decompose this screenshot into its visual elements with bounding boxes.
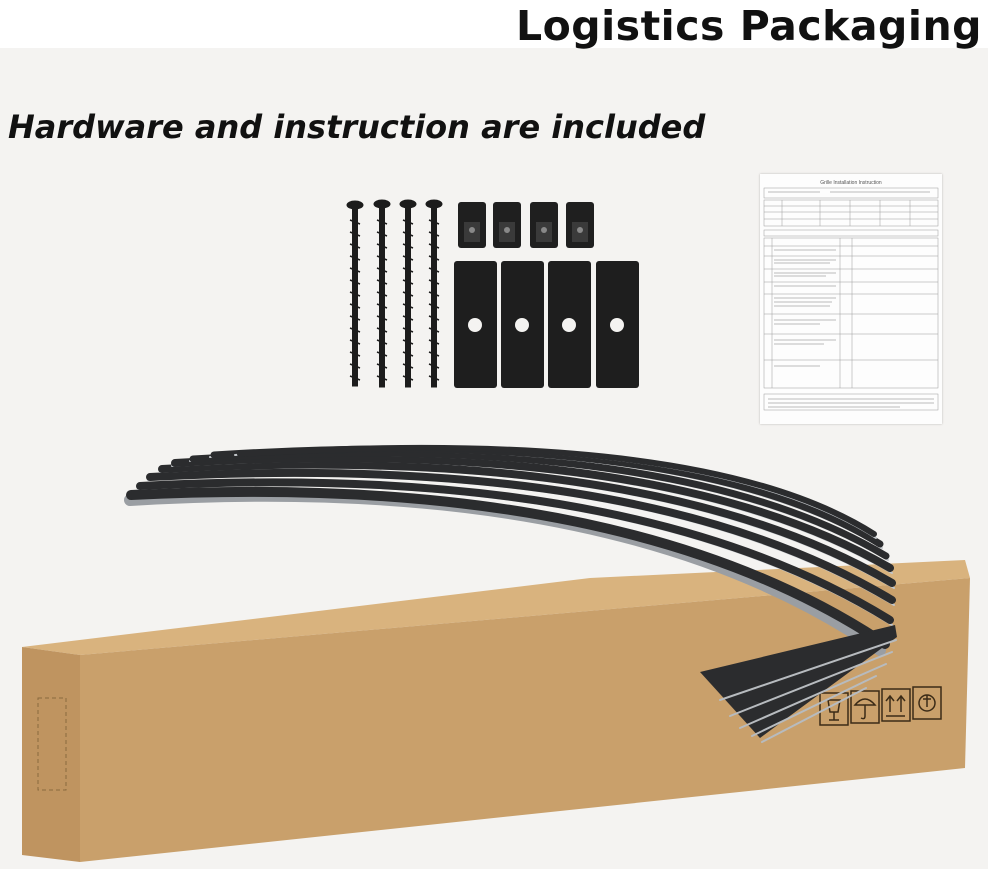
clip-icon [493, 202, 521, 248]
pad-icon [501, 261, 544, 388]
instruction-table [763, 187, 939, 411]
handling-icons [819, 686, 942, 726]
instruction-sheet: Grille Installation Instruction [760, 174, 942, 424]
cardboard-box [22, 560, 970, 862]
fragile-glass-icon [819, 692, 849, 726]
pad-icon [454, 261, 497, 388]
screws [346, 199, 443, 388]
header-band [0, 0, 988, 48]
keep-dry-umbrella-icon [850, 690, 880, 724]
clips [458, 202, 594, 248]
screw-icon [346, 200, 364, 387]
pads [454, 261, 639, 388]
pad-icon [596, 261, 639, 388]
screw-icon [425, 199, 443, 388]
screw-icon [399, 199, 417, 388]
clip-icon [458, 202, 486, 248]
this-side-up-icon [881, 688, 911, 722]
screw-icon [373, 199, 391, 388]
pad-icon [548, 261, 591, 388]
recycle-icon [912, 686, 942, 720]
page-title: Logistics Packaging [515, 2, 982, 50]
clip-icon [566, 202, 594, 248]
grille [124, 444, 897, 743]
subtitle: Hardware and instruction are included [8, 108, 706, 146]
clip-icon [530, 202, 558, 248]
instruction-heading: Grille Installation Instruction [820, 180, 882, 186]
